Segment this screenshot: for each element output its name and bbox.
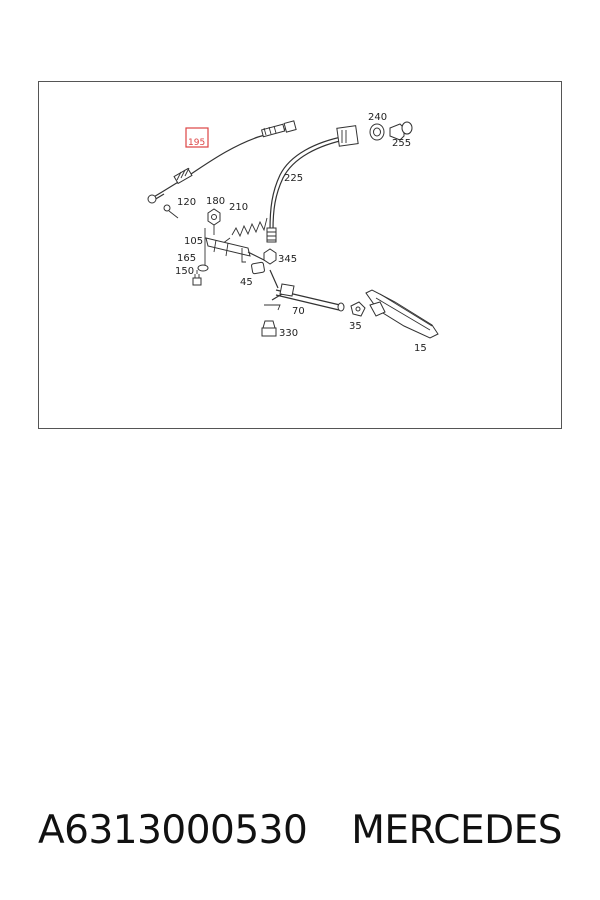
bump-stop-330[interactable] [261,320,277,337]
diagram-frame [38,81,562,429]
caption: A6313000530 MERCEDES [0,800,600,860]
pedal-shaft-70[interactable] [264,269,345,312]
bushing-45[interactable] [251,261,265,275]
control-cable-225[interactable] [266,125,359,243]
callout-120[interactable]: 120 [177,197,196,208]
callout-70[interactable]: 70 [292,306,305,317]
brand-name: MERCEDES [351,807,563,853]
grommet-240[interactable] [369,123,385,141]
clip-35[interactable] [350,301,366,317]
throttle-cable-195[interactable] [147,120,297,204]
spring-210[interactable] [221,217,268,245]
callout-195[interactable]: 195 [188,138,205,148]
highlight-box [185,127,209,148]
clip-255[interactable] [389,121,413,141]
callout-35[interactable]: 35 [349,321,362,332]
callout-330[interactable]: 330 [279,328,298,339]
callout-210[interactable]: 210 [229,202,248,213]
washer-165[interactable] [197,264,209,272]
nut-180[interactable] [207,208,221,235]
callout-345[interactable]: 345 [278,254,297,265]
accelerator-pedal-15[interactable] [365,289,439,339]
callout-15[interactable]: 15 [414,343,427,354]
callout-225[interactable]: 225 [284,173,303,184]
callout-180[interactable]: 180 [206,196,225,207]
callout-255[interactable]: 255 [392,138,411,149]
callout-240[interactable]: 240 [368,112,387,123]
ball-socket-120[interactable] [163,204,179,219]
callout-165[interactable]: 165 [177,253,196,264]
callout-150[interactable]: 150 [175,266,194,277]
part-number: A6313000530 [37,807,308,853]
bolt-150[interactable] [192,270,202,286]
bushing-345[interactable] [263,248,277,265]
callout-105[interactable]: 105 [184,236,203,247]
callout-45[interactable]: 45 [240,277,253,288]
